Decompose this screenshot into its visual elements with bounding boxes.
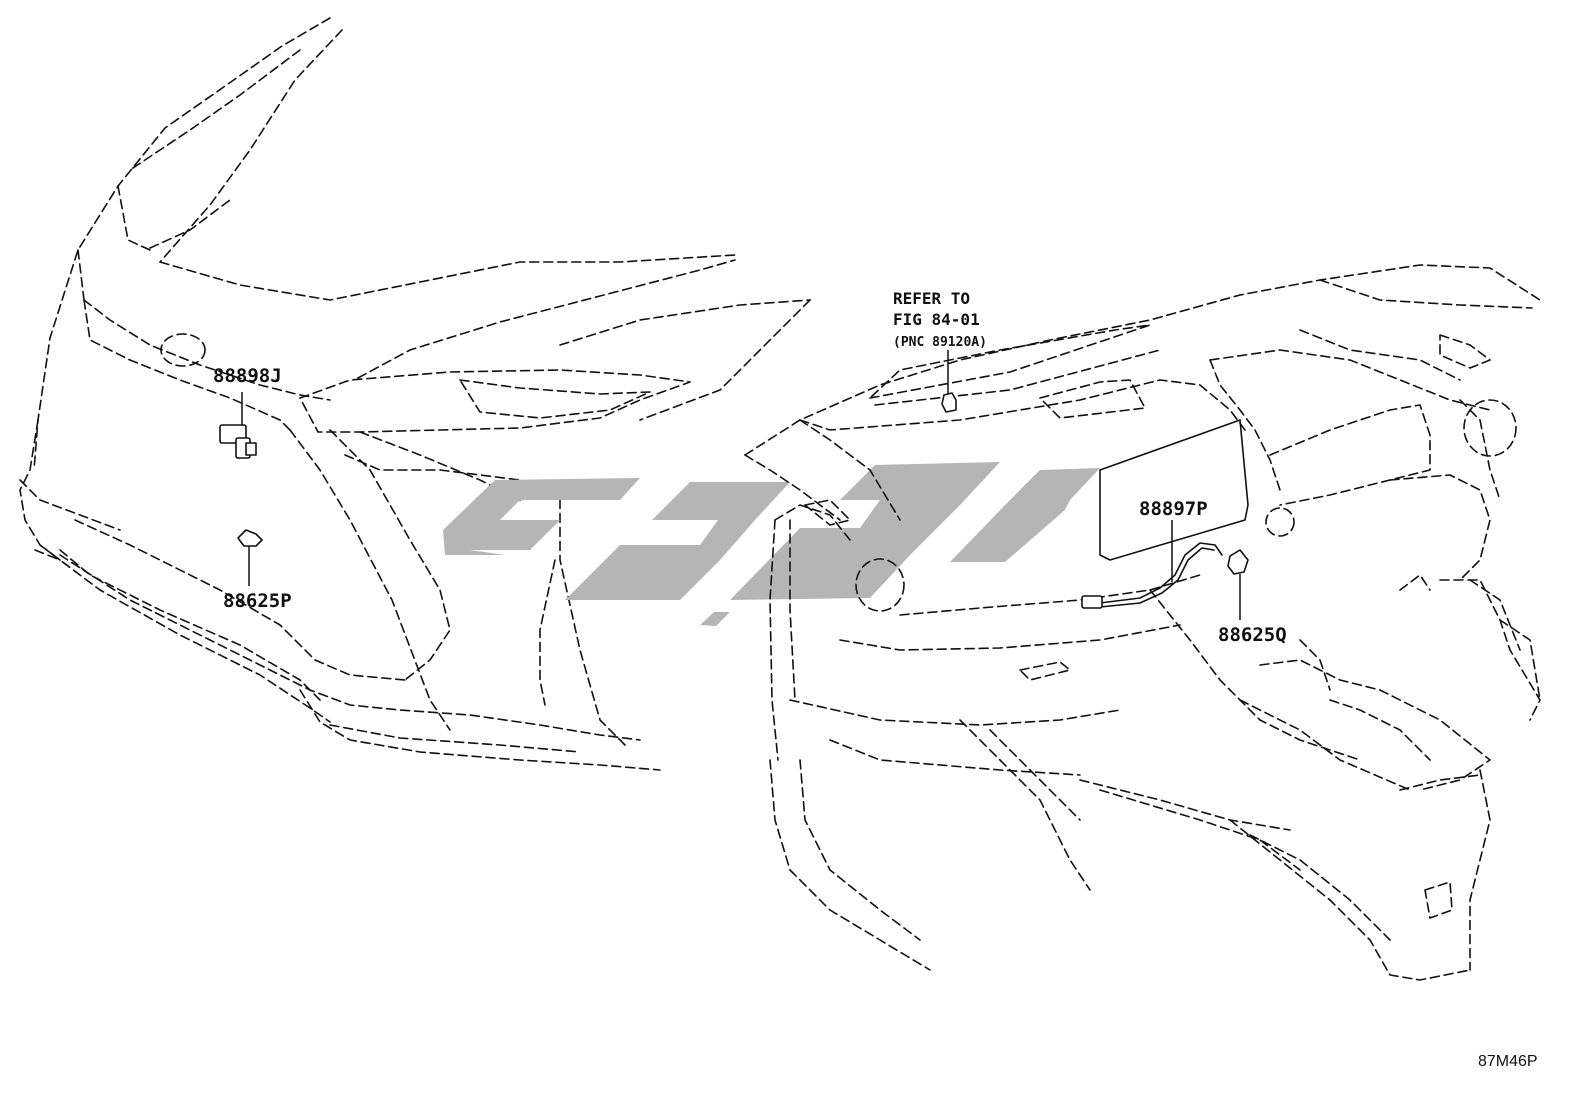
part-88898J-sensor	[219, 392, 257, 459]
dashboard-drawing	[744, 264, 1541, 981]
reference-line-3: (PNC 89120A)	[893, 335, 987, 350]
front-bumper-drawing	[19, 17, 811, 771]
part-89120A-sensor	[941, 350, 957, 413]
part-label-88625P: 88625P	[223, 590, 292, 612]
figure-code: 87M46P	[1478, 1053, 1538, 1070]
part-88625Q-clip	[1227, 549, 1249, 620]
reference-note: REFER TO FIG 84-01 (PNC 89120A)	[893, 288, 987, 353]
reference-line-2: FIG 84-01	[893, 310, 980, 329]
part-88897P-harness	[1081, 520, 1223, 609]
part-88625P-clip	[237, 529, 263, 586]
watermark-logo	[443, 462, 1100, 626]
part-label-88625Q: 88625Q	[1218, 624, 1287, 646]
part-label-88898J: 88898J	[213, 365, 282, 387]
reference-line-1: REFER TO	[893, 289, 971, 308]
part-label-88897P: 88897P	[1139, 498, 1208, 520]
